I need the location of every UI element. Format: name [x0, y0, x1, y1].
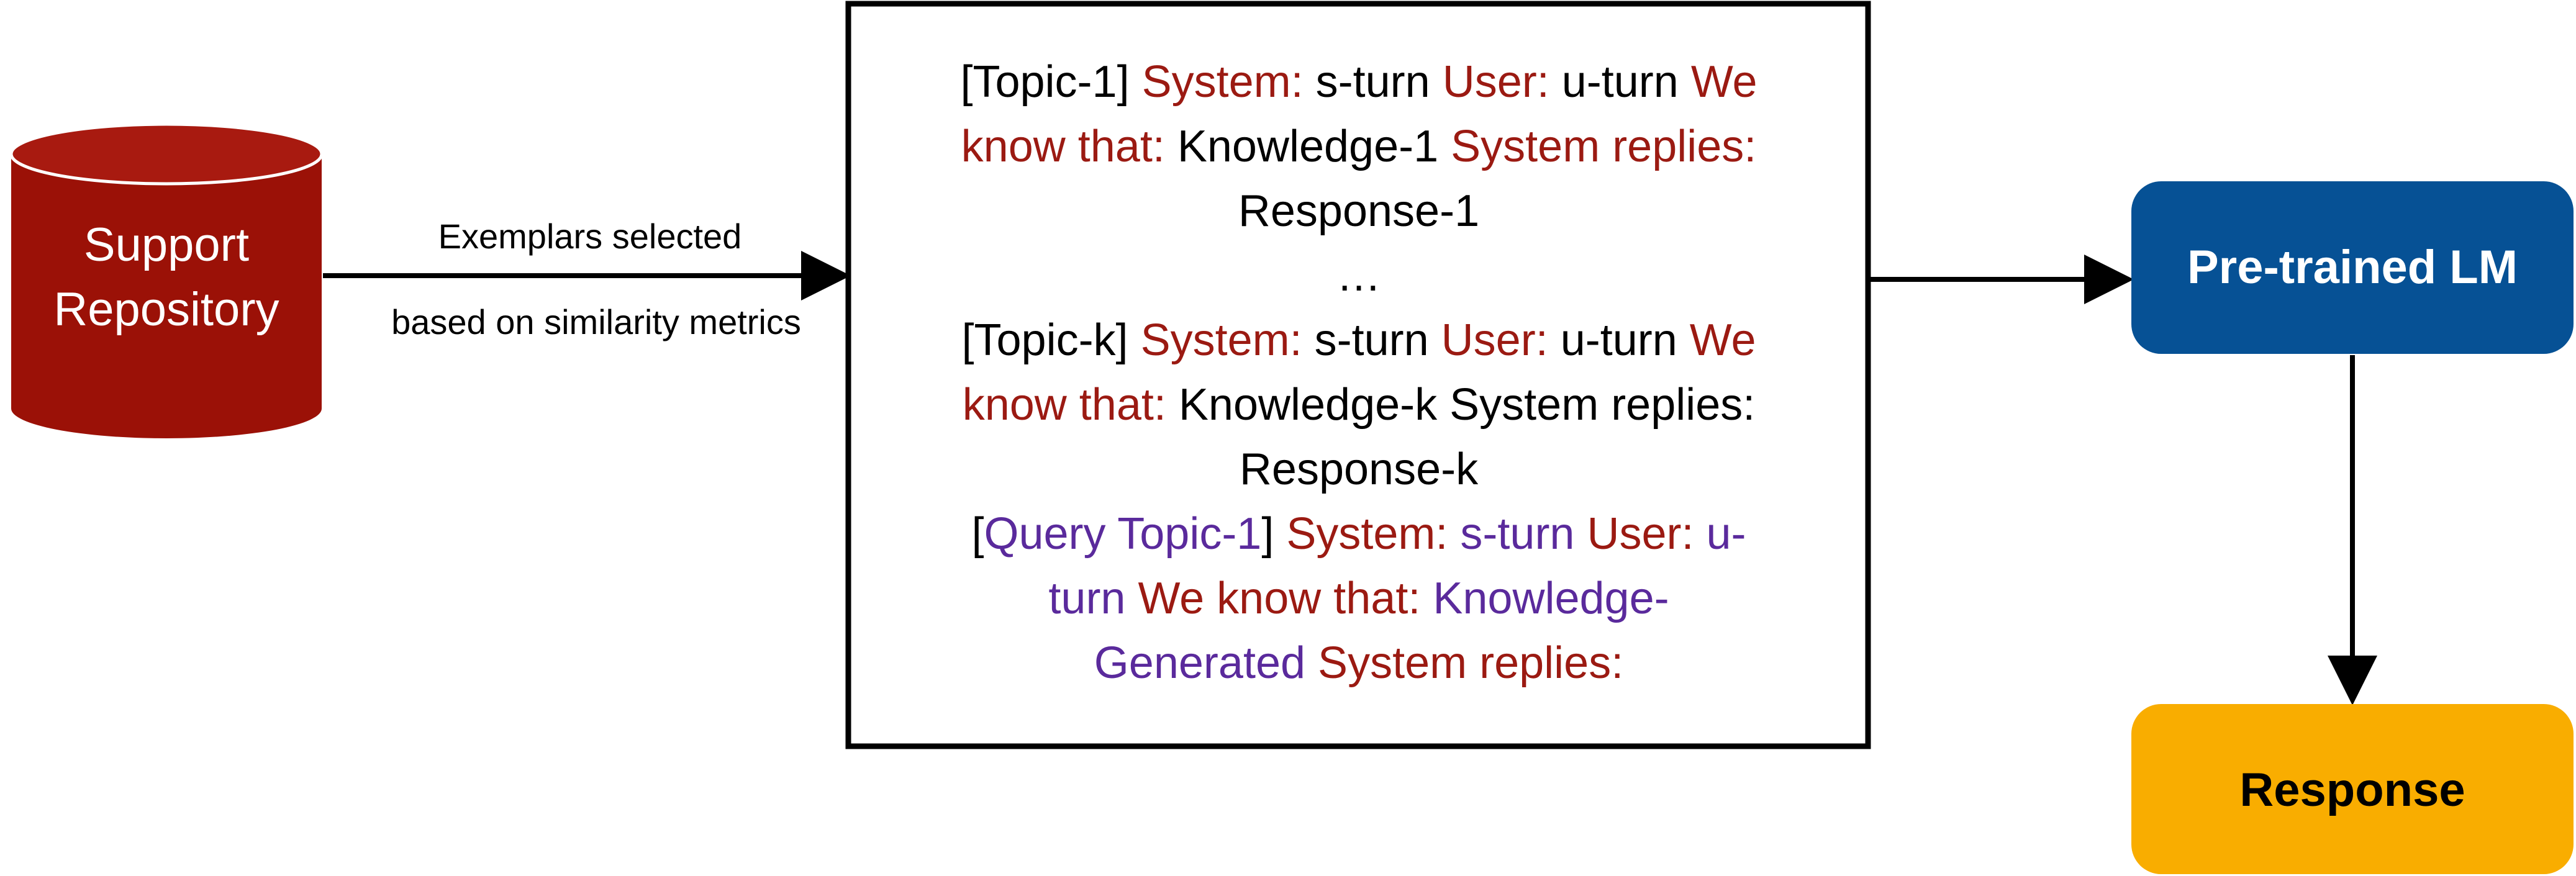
prompt-segment: [Topic-1] [960, 57, 1142, 107]
prompt-segment: turn [1048, 574, 1138, 623]
prompt-segment: know that: [961, 122, 1177, 171]
pretrained-lm-node: Pre-trained LM [2131, 181, 2574, 354]
prompt-segment: User: [1442, 57, 1562, 107]
prompt-line: … [850, 243, 1868, 308]
prompt-segment: System: [1286, 509, 1461, 559]
prompt-segment: System replies: [1318, 638, 1624, 688]
prompt-line: Generated System replies: [850, 631, 1868, 695]
prompt-line: [Topic-k] System: s-turn User: u-turn We [850, 308, 1868, 373]
edge-label-line2: based on similarity metrics [391, 302, 801, 341]
prompt-segment: Query Topic-1 [984, 509, 1262, 559]
prompt-segment: User: [1441, 315, 1561, 365]
prompt-segment: u-turn [1561, 57, 1691, 107]
prompt-segment: System: [1140, 315, 1315, 365]
prompt-segment: s-turn [1315, 57, 1443, 107]
cylinder-top [9, 122, 324, 186]
prompt-line: turn We know that: Knowledge- [850, 566, 1868, 631]
response-label: Response [2239, 764, 2465, 816]
prompt-segment: Response-k [1239, 445, 1479, 494]
prompt-segment: We know that: [1138, 574, 1433, 623]
prompt-segment: [ [971, 509, 984, 559]
prompt-segment: Knowledge-1 [1177, 122, 1451, 171]
edge-label-line1: Exemplars selected [438, 217, 742, 256]
prompt-line: know that: Knowledge-1 System replies: [850, 114, 1868, 179]
prompt-segment: [Topic-k] [961, 315, 1141, 365]
prompt-line: [Topic-1] System: s-turn User: u-turn We [850, 50, 1868, 114]
prompt-segment: We [1689, 315, 1756, 365]
prompt-segment: … [1336, 251, 1381, 300]
pretrained-lm-label: Pre-trained LM [2187, 241, 2518, 294]
repository-label-line2: Repository [53, 283, 279, 336]
prompt-line: [Query Topic-1] System: s-turn User: u- [850, 502, 1868, 566]
prompt-line: Response-k [850, 437, 1868, 502]
repository-label-line1: Support [84, 219, 249, 271]
database-cylinder-icon [11, 154, 322, 438]
prompt-segment: System replies: [1451, 122, 1757, 171]
prompt-segment: User: [1587, 509, 1707, 559]
prompt-segment: Response-1 [1238, 186, 1480, 236]
prompt-text-block: [Topic-1] System: s-turn User: u-turn We… [850, 50, 1868, 695]
prompt-segment: Knowledge-k System replies: [1178, 380, 1756, 430]
prompt-segment: Knowledge- [1433, 574, 1669, 623]
prompt-line: know that: Knowledge-k System replies: [850, 373, 1868, 437]
prompt-segment: System: [1141, 57, 1316, 107]
prompt-segment: ] [1261, 509, 1287, 559]
prompt-line: Response-1 [850, 179, 1868, 243]
prompt-box [845, 1, 1871, 749]
prompt-segment: know that: [962, 380, 1179, 430]
support-repository-node: Support Repository [9, 122, 324, 438]
pretrained-lm-box [2131, 181, 2574, 354]
prompt-segment: u- [1706, 509, 1746, 559]
response-box [2131, 704, 2574, 874]
prompt-segment: We [1690, 57, 1757, 107]
prompt-segment: Generated [1094, 638, 1318, 688]
prompt-segment: s-turn [1314, 315, 1441, 365]
prompt-segment: s-turn [1460, 509, 1587, 559]
prompt-segment: u-turn [1560, 315, 1690, 365]
response-node: Response [2131, 704, 2574, 874]
